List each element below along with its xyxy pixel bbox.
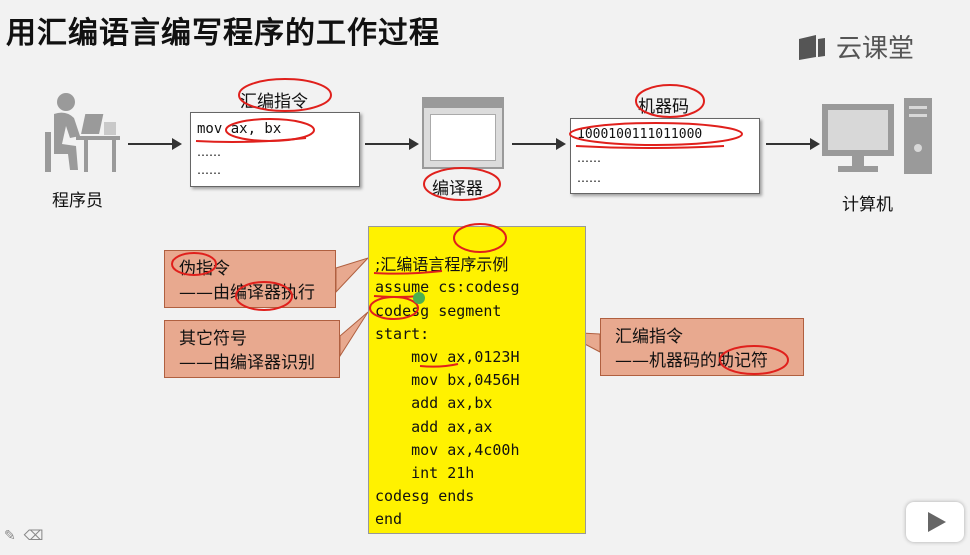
symbol-title: 其它符号 bbox=[179, 329, 247, 349]
eraser-icon[interactable]: ⌫ bbox=[23, 528, 44, 544]
code-line: mov bx,0456H bbox=[375, 371, 520, 390]
other-symbol-callout: 其它符号 ——由编译器识别 bbox=[164, 320, 340, 378]
instr-title: 汇编指令 bbox=[615, 327, 683, 347]
asm-dots-2: …… bbox=[197, 163, 221, 177]
code-example-block: ;汇编语言程序示例 assume cs:codesg codesg segment s… bbox=[368, 226, 586, 534]
code-line: end bbox=[375, 510, 403, 529]
computer-label: 计算机 bbox=[842, 195, 893, 215]
code-line: mov ax,4c00h bbox=[375, 440, 520, 459]
brand-name: 云课堂 bbox=[836, 34, 915, 64]
play-icon bbox=[928, 512, 946, 532]
mc-dots-1: …… bbox=[577, 151, 601, 165]
computer-icon bbox=[822, 98, 932, 174]
pen-icon[interactable]: ✎ bbox=[4, 528, 16, 544]
programmer-icon bbox=[45, 93, 120, 172]
programmer-label: 程序员 bbox=[52, 191, 103, 211]
asm-dots-1: …… bbox=[197, 145, 221, 159]
code-line: mov ax,0123H bbox=[375, 348, 520, 367]
mc-dots-2: …… bbox=[577, 171, 601, 185]
code-comment: ;汇编语言程序示例 bbox=[375, 255, 509, 275]
page-title: 用汇编语言编写程序的工作过程 bbox=[6, 16, 440, 51]
play-button[interactable] bbox=[906, 502, 964, 542]
arrow-compiler-to-machine bbox=[512, 138, 566, 150]
arrow-machine-to-computer bbox=[766, 138, 820, 150]
code-line: codesg ends bbox=[375, 487, 475, 506]
code-line: int 21h bbox=[375, 464, 475, 483]
code-line: assume cs:codesg bbox=[375, 278, 520, 297]
bottom-toolbar: ✎ ⌫ bbox=[4, 528, 44, 544]
code-line: add ax,ax bbox=[375, 417, 493, 436]
brand-logo: 云课堂 bbox=[796, 28, 914, 65]
arrow-asm-to-compiler bbox=[365, 138, 419, 150]
arrow-programmer-to-asm bbox=[128, 138, 182, 150]
cloud-classroom-icon bbox=[799, 34, 825, 60]
compiler-window-icon bbox=[422, 97, 504, 169]
code-line: add ax,bx bbox=[375, 394, 493, 413]
asm-instruction-callout: 汇编指令 ——机器码的助记符 bbox=[600, 318, 804, 376]
symbol-desc: ——由编译器识别 bbox=[179, 353, 315, 373]
code-line: codesg segment bbox=[375, 301, 502, 320]
code-line: start: bbox=[375, 324, 430, 343]
